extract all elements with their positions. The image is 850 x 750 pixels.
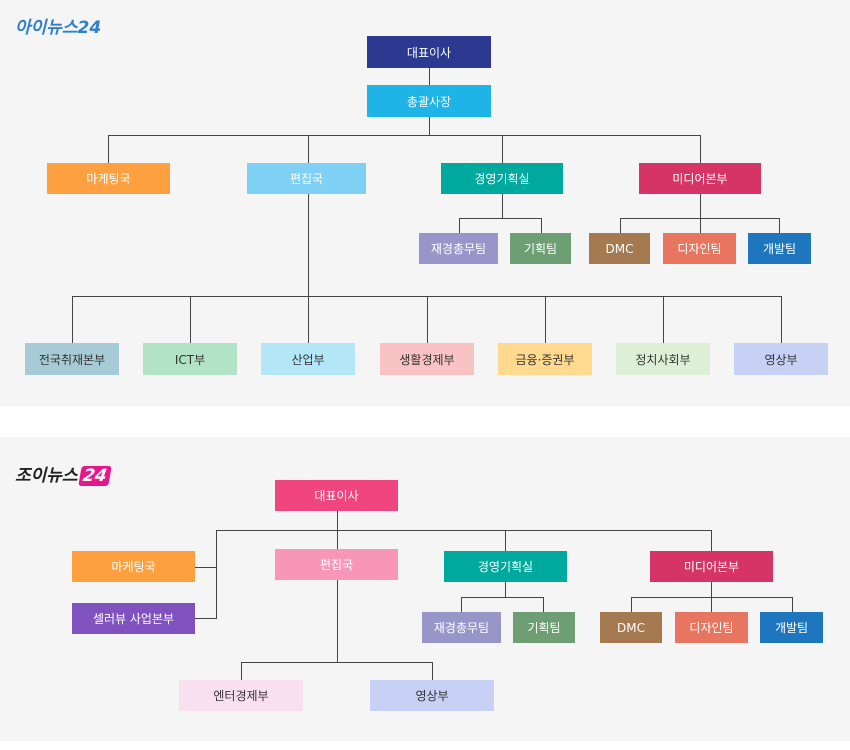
connector-line: [432, 662, 433, 680]
connector-line: [700, 135, 701, 163]
connector-line: [427, 296, 428, 343]
desk-video: 영상부: [734, 343, 828, 375]
connector-line: [108, 135, 109, 163]
joy-team-planning: 기획팀: [513, 612, 575, 643]
desk-politics-society: 정치사회부: [616, 343, 710, 375]
connector-line: [108, 135, 701, 136]
desk-finance-securities: 금융·증권부: [498, 343, 592, 375]
joy-team-dev: 개발팀: [760, 612, 823, 643]
dept-planning: 경영기획실: [441, 163, 563, 194]
joy-dept-editorial: 편집국: [275, 549, 398, 580]
connector-line: [241, 662, 242, 680]
connector-line: [459, 218, 542, 219]
joy-dept-media: 미디어본부: [650, 551, 773, 582]
dept-marketing: 마케팅국: [47, 163, 170, 194]
connector-line: [216, 530, 712, 531]
connector-line: [195, 618, 216, 619]
desk-industry: 산업부: [261, 343, 355, 375]
connector-line: [781, 296, 782, 343]
joy-dept-planning: 경영기획실: [444, 551, 567, 582]
connector-line: [308, 194, 309, 296]
connector-line: [337, 530, 338, 549]
connector-line: [543, 597, 544, 612]
connector-line: [72, 296, 73, 343]
joy-team-finance: 재경총무팀: [422, 612, 501, 643]
team-dev: 개발팀: [748, 233, 811, 264]
connector-line: [308, 296, 309, 343]
connector-line: [502, 135, 503, 163]
connector-line: [195, 567, 216, 568]
connector-line: [792, 597, 793, 612]
connector-line: [545, 296, 546, 343]
connector-line: [779, 218, 780, 233]
connector-line: [505, 582, 506, 597]
connector-line: [663, 296, 664, 343]
desk-ict: ICT부: [143, 343, 237, 375]
connector-line: [429, 68, 430, 85]
joy-team-dmc: DMC: [600, 612, 662, 643]
inews24-logo: 아이뉴스24: [15, 18, 102, 38]
joy-team-design: 디자인팀: [675, 612, 748, 643]
team-planning: 기획팀: [510, 233, 571, 264]
joy-dept-sellerview: 셀러뷰 사업본부: [72, 603, 195, 634]
joy-desk-video: 영상부: [370, 680, 494, 711]
connector-line: [241, 662, 433, 663]
logo-badge: 24: [77, 466, 111, 486]
dept-editorial: 편집국: [247, 163, 366, 194]
ceo-box: 대표이사: [367, 36, 491, 68]
connector-line: [700, 218, 701, 233]
connector-line: [429, 117, 430, 135]
desk-living-economy: 생활경제부: [380, 343, 474, 375]
connector-line: [461, 597, 544, 598]
joy-dept-marketing: 마케팅국: [72, 551, 195, 582]
connector-line: [459, 218, 460, 233]
connector-line: [631, 597, 793, 598]
connector-line: [337, 511, 338, 530]
team-finance: 재경총무팀: [419, 233, 498, 264]
connector-line: [711, 582, 712, 597]
connector-line: [216, 530, 217, 619]
connector-line: [502, 194, 503, 218]
connector-line: [711, 597, 712, 612]
connector-line: [505, 530, 506, 551]
connector-line: [631, 597, 632, 612]
connector-line: [308, 135, 309, 163]
president-box: 총괄사장: [367, 85, 491, 117]
team-design: 디자인팀: [663, 233, 736, 264]
desk-regional: 전국취재본부: [25, 343, 119, 375]
connector-line: [461, 597, 462, 612]
connector-line: [337, 580, 338, 662]
connector-line: [190, 296, 191, 343]
connector-line: [541, 218, 542, 233]
dept-media: 미디어본부: [639, 163, 761, 194]
connector-line: [711, 530, 712, 551]
joy-desk-entertainment: 엔터경제부: [179, 680, 303, 711]
connector-line: [700, 194, 701, 218]
logo-text: 조이뉴스: [15, 466, 78, 486]
connector-line: [620, 218, 621, 233]
joy-ceo-box: 대표이사: [275, 480, 398, 511]
team-dmc: DMC: [589, 233, 650, 264]
